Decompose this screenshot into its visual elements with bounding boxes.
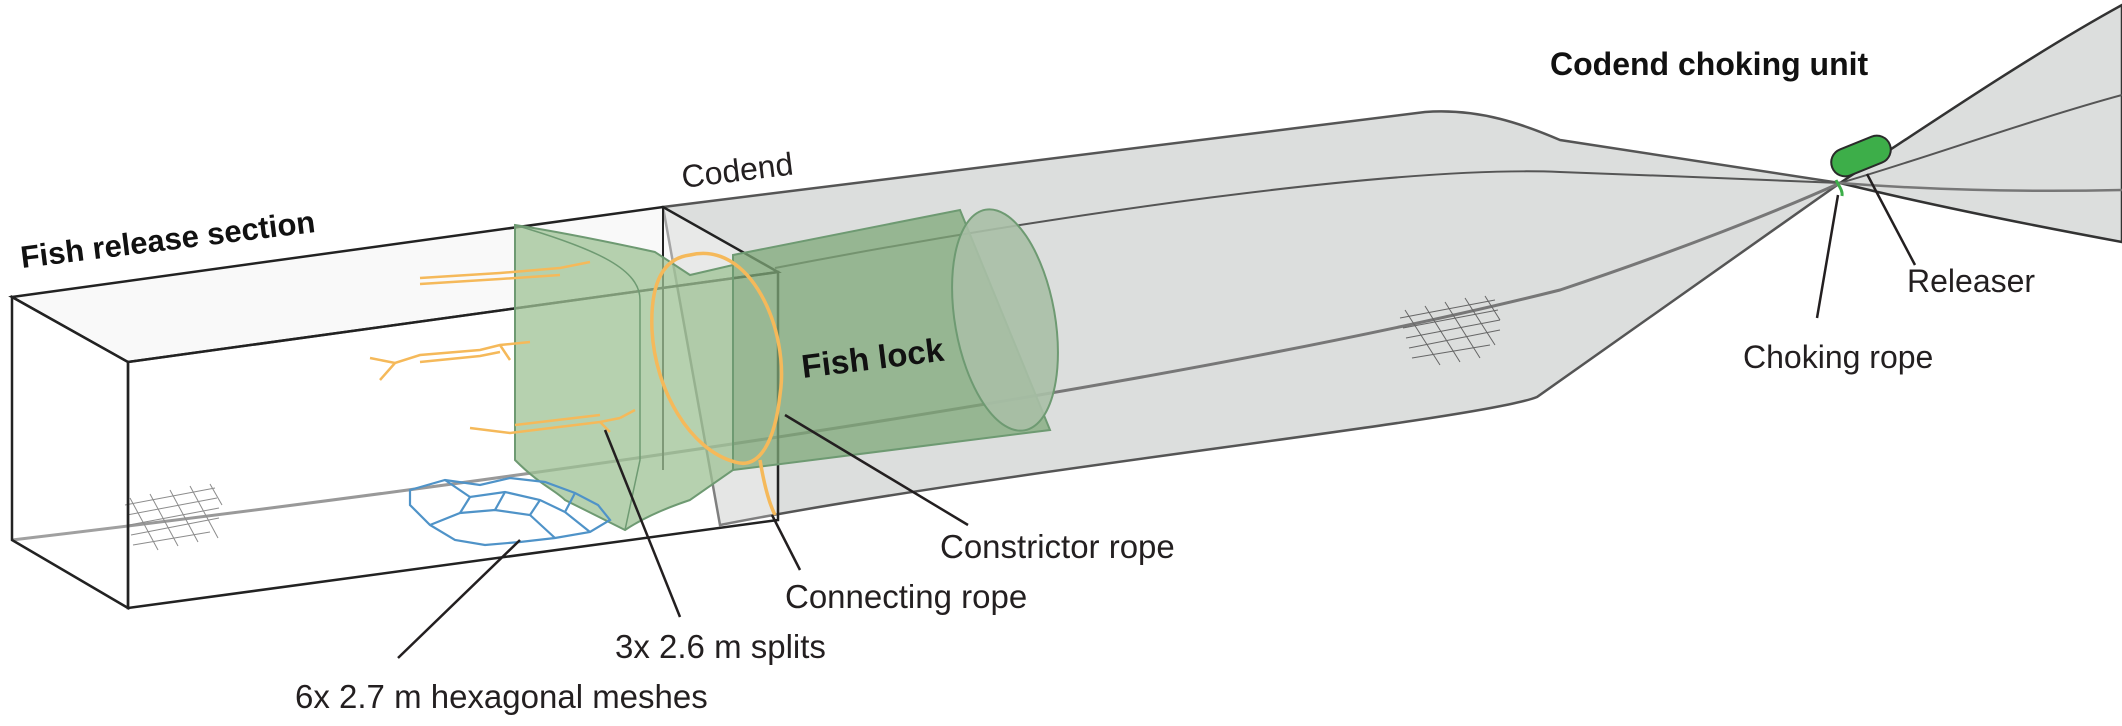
releaser-label: Releaser [1907,263,2035,299]
splits-icon [369,260,636,435]
constrictor-rope [650,251,784,516]
codend-label: Codend [679,146,795,195]
leader-lines [397,173,1917,659]
hexagonal-meshes-icon [408,476,612,547]
fish-lock [514,208,1059,532]
mesh-patch-release-section-icon [124,483,223,551]
releaser-icon [1830,134,1892,197]
mesh-patch-codend-icon [1399,295,1501,366]
connecting-rope-label: Connecting rope [785,578,1027,615]
hexagonal-meshes-label: 6x 2.7 m hexagonal meshes [295,678,708,715]
splits-label: 3x 2.6 m splits [615,628,826,665]
codend-choking-unit-label: Codend choking unit [1550,46,1869,82]
choking-rope-label: Choking rope [1743,339,1933,375]
constrictor-rope-label: Constrictor rope [940,528,1175,565]
